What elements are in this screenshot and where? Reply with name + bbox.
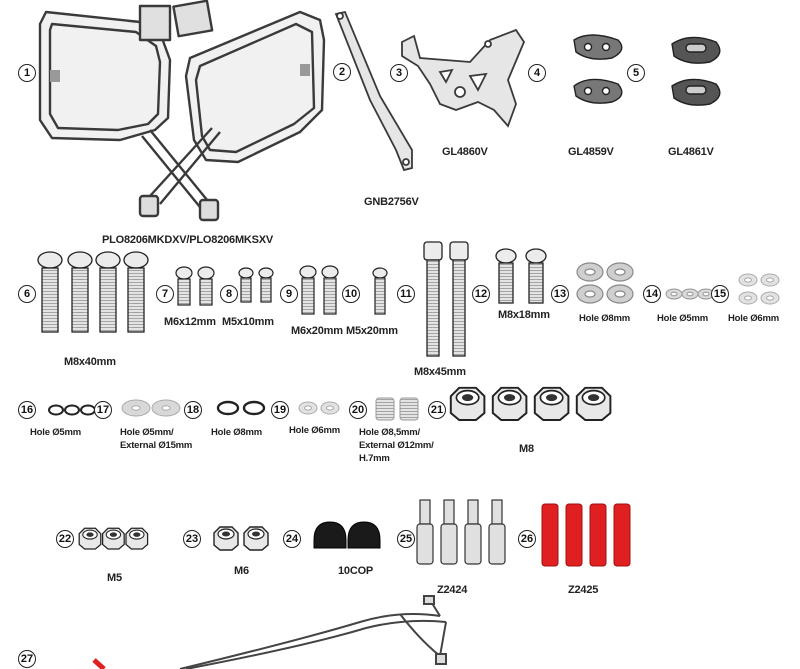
item-7-bolts <box>175 266 215 306</box>
item-25-connectors <box>416 499 506 565</box>
item-number-9: 9 <box>280 285 298 303</box>
item-number-24: 24 <box>283 530 301 548</box>
item-number-13: 13 <box>551 285 569 303</box>
item-12-bolts <box>495 248 547 304</box>
item-number-8: 8 <box>220 285 238 303</box>
item-number-18: 18 <box>184 401 202 419</box>
item-number-11: 11 <box>397 285 415 303</box>
item-label-5: GL4861V <box>668 146 714 158</box>
item-number-15: 15 <box>711 285 729 303</box>
item-label-16: Hole Ø5mm <box>30 427 81 438</box>
item-label-11: M8x45mm <box>414 366 466 378</box>
item-number-3: 3 <box>390 64 408 82</box>
item-label-10: M5x20mm <box>346 325 398 337</box>
item-number-27: 27 <box>18 650 36 668</box>
item-number-23: 23 <box>183 530 201 548</box>
item-label-1: PLO8206MKDXV/PLO8206MKSXV <box>102 234 274 246</box>
item-label-23: M6 <box>234 565 249 577</box>
item-label-21: M8 <box>519 443 534 455</box>
item-label-19: Hole Ø6mm <box>289 425 340 436</box>
item-15-washers <box>738 273 780 305</box>
item-13-washers <box>576 262 634 304</box>
item-24-caps <box>313 521 381 549</box>
item-11-bolts <box>423 241 469 357</box>
item-label-2: GNB2756V <box>364 196 419 208</box>
item-label-25: Z2424 <box>437 584 468 596</box>
item-21-nuts <box>449 386 612 421</box>
item-number-26: 26 <box>518 530 536 548</box>
item-5-spacers <box>671 36 721 106</box>
item-16-lock-washers <box>48 404 96 416</box>
item-20-spacers <box>375 397 419 421</box>
item-number-22: 22 <box>56 530 74 548</box>
item-number-4: 4 <box>528 64 546 82</box>
item-18-lock-washers <box>216 400 266 416</box>
item-number-6: 6 <box>18 285 36 303</box>
item-number-17: 17 <box>94 401 112 419</box>
item-label-8: M5x10mm <box>222 316 274 328</box>
item-2-rear-bar <box>334 10 413 172</box>
item-number-2: 2 <box>333 63 351 81</box>
item-19-washers <box>298 401 340 415</box>
item-label-4: GL4859V <box>568 146 614 158</box>
item-label-14: Hole Ø5mm <box>657 313 708 324</box>
item-number-21: 21 <box>428 401 446 419</box>
item-label-13: Hole Ø8mm <box>579 313 630 324</box>
item-label-6: M8x40mm <box>64 356 116 368</box>
item-14-washers <box>665 288 715 300</box>
item-27-wire-harness <box>92 595 447 669</box>
item-label-20: Hole Ø8,5mm/ External Ø12mm/ H.7mm <box>359 427 434 464</box>
item-number-5: 5 <box>627 64 645 82</box>
item-label-15: Hole Ø6mm <box>728 313 779 324</box>
item-label-12: M8x18mm <box>498 309 550 321</box>
item-number-16: 16 <box>18 401 36 419</box>
item-10-bolt <box>372 267 388 315</box>
item-26-red-connectors <box>541 503 631 567</box>
item-number-1: 1 <box>18 64 36 82</box>
item-9-bolts <box>299 265 339 315</box>
item-1-pannier-frames <box>38 0 326 222</box>
item-label-17: Hole Ø5mm/ External Ø15mm <box>120 427 193 451</box>
item-4-spacers <box>573 34 623 104</box>
item-6-bolts <box>37 251 149 333</box>
item-label-22: M5 <box>107 572 122 584</box>
item-22-nuts <box>78 527 149 550</box>
item-17-washers <box>121 399 181 417</box>
item-label-18: Hole Ø8mm <box>211 427 262 438</box>
item-23-nuts <box>213 526 269 551</box>
item-3-license-bracket <box>401 28 526 128</box>
item-number-10: 10 <box>342 285 360 303</box>
item-number-20: 20 <box>349 401 367 419</box>
item-number-14: 14 <box>643 285 661 303</box>
item-number-25: 25 <box>397 530 415 548</box>
item-number-7: 7 <box>156 285 174 303</box>
item-8-bolts <box>238 267 274 303</box>
item-label-24: 10COP <box>338 565 374 577</box>
item-number-19: 19 <box>271 401 289 419</box>
item-label-26: Z2425 <box>568 584 599 596</box>
item-label-9: M6x20mm <box>291 325 343 337</box>
item-label-3: GL4860V <box>442 146 488 158</box>
item-number-12: 12 <box>472 285 490 303</box>
item-label-7: M6x12mm <box>164 316 216 328</box>
